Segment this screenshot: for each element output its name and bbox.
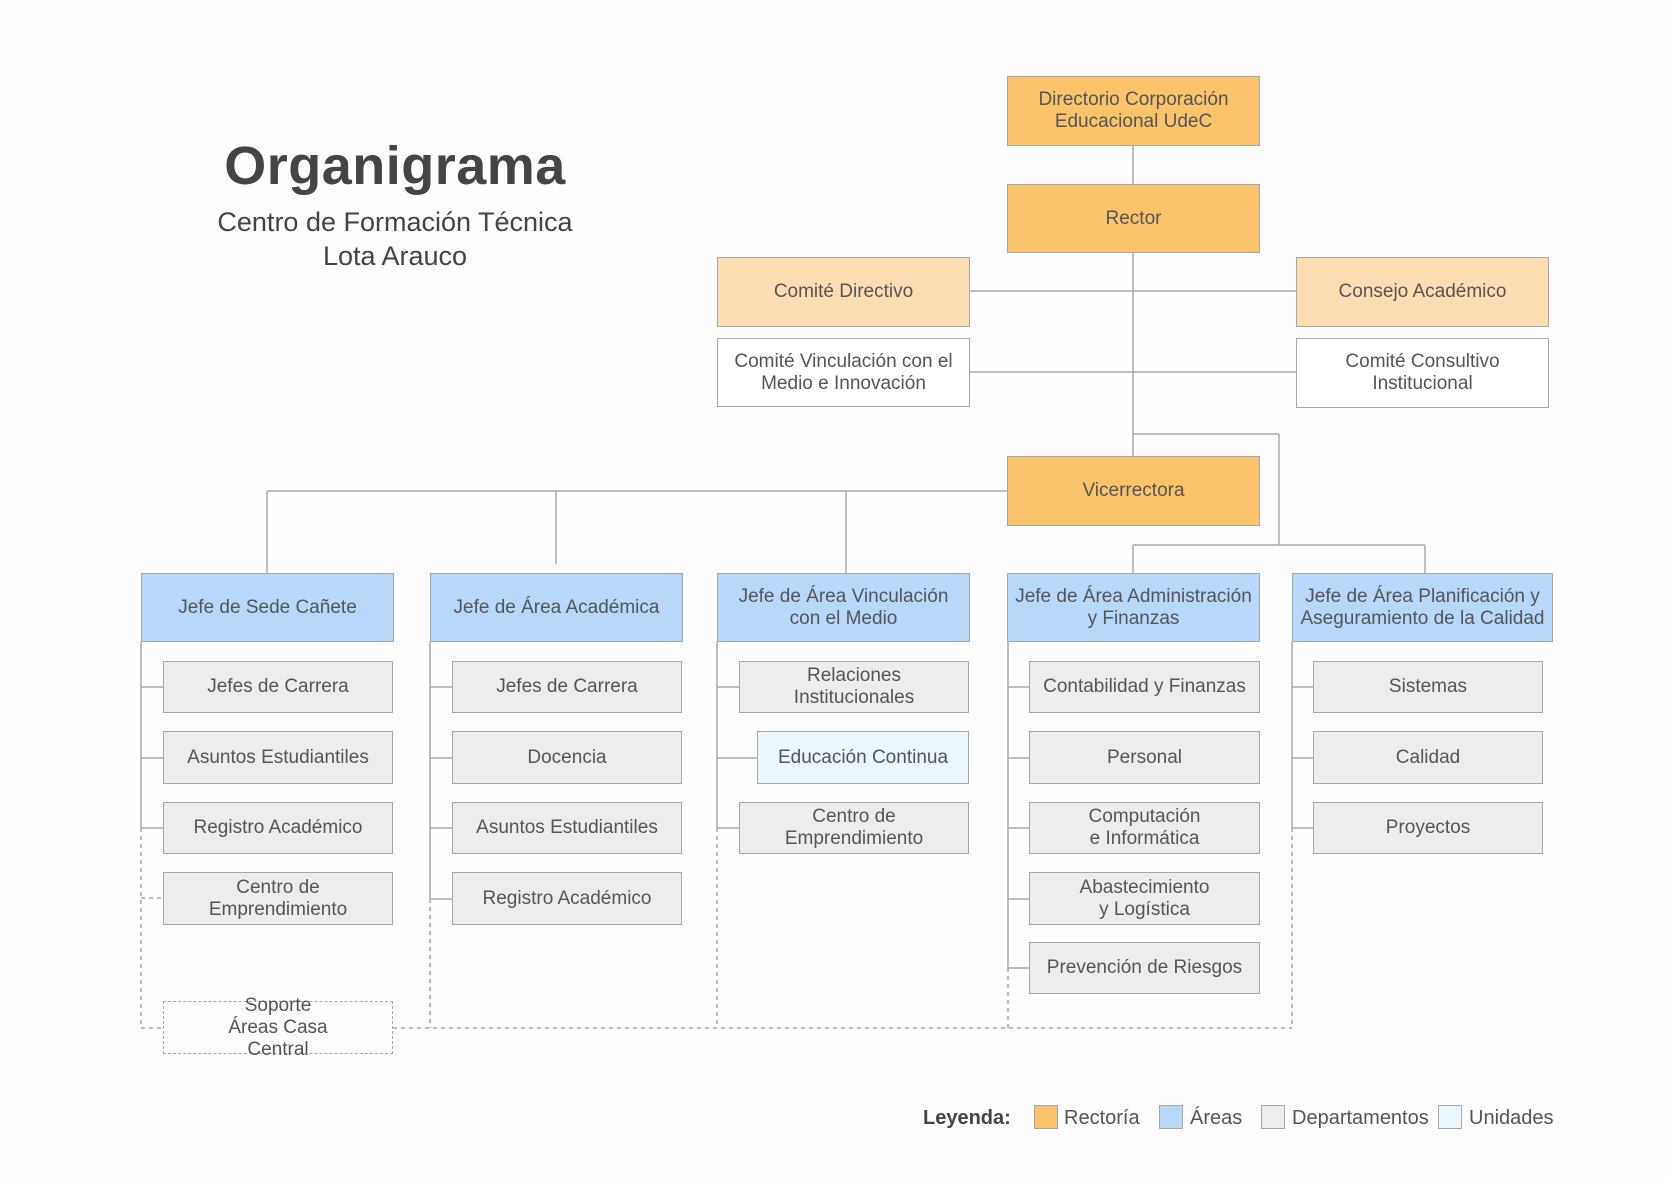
dept-box: Calidad: [1313, 731, 1543, 784]
dept-box: Centro de Emprendimiento: [163, 872, 393, 925]
legend-title: Leyenda:: [923, 1107, 1011, 1129]
legend-label-rectoria: Rectoría: [1064, 1107, 1140, 1129]
dept-box: Abastecimiento y Logística: [1029, 872, 1260, 925]
comite-vinculacion-box: Comité Vinculación con el Medio e Innova…: [717, 338, 970, 407]
legend-swatch-areas: [1159, 1105, 1183, 1129]
dept-box: Computación e Informática: [1029, 802, 1260, 854]
legend-swatch-rectoria: [1034, 1105, 1058, 1129]
dept-box: Jefes de Carrera: [452, 661, 682, 713]
area-vinculacion-medio: Jefe de Área Vinculación con el Medio: [717, 573, 970, 642]
dept-box: Personal: [1029, 731, 1260, 784]
dept-box: Asuntos Estudiantiles: [452, 802, 682, 854]
page-title: Organigrama: [224, 136, 566, 196]
dept-box: Centro de Emprendimiento: [739, 802, 969, 854]
dept-box: Registro Académico: [163, 802, 393, 854]
legend-label-departamentos: Departamentos: [1292, 1107, 1429, 1129]
unit-box: Educación Continua: [757, 731, 969, 784]
dept-box: Registro Académico: [452, 872, 682, 925]
area-sede-canete: Jefe de Sede Cañete: [141, 573, 394, 642]
dept-box: Sistemas: [1313, 661, 1543, 713]
area-planificacion-calidad: Jefe de Área Planificación y Aseguramien…: [1292, 573, 1553, 642]
rector-box: Rector: [1007, 184, 1260, 253]
soporte-box: Soporte Áreas Casa Central: [163, 995, 393, 1060]
comite-directivo-box: Comité Directivo: [717, 257, 970, 327]
subtitle-line-2: Lota Arauco: [322, 241, 468, 271]
dept-box: Proyectos: [1313, 802, 1543, 854]
consejo-academico-box: Consejo Académico: [1296, 257, 1549, 327]
directorio-box: Directorio Corporación Educacional UdeC: [1007, 76, 1260, 146]
dept-box: Prevención de Riesgos: [1029, 942, 1260, 994]
vicerrectora-box: Vicerrectora: [1007, 456, 1260, 526]
area-academica: Jefe de Área Académica: [430, 573, 683, 642]
dept-box: Docencia: [452, 731, 682, 784]
dept-box: Asuntos Estudiantiles: [163, 731, 393, 784]
dept-box: Jefes de Carrera: [163, 661, 393, 713]
comite-consultivo-box: Comité Consultivo Institucional: [1296, 338, 1549, 408]
page-subtitle: Centro de Formación Técnica Lota Arauco: [160, 205, 630, 273]
subtitle-line-1: Centro de Formación Técnica: [217, 207, 573, 237]
legend-label-areas: Áreas: [1190, 1107, 1243, 1129]
legend-swatch-departamentos: [1261, 1105, 1285, 1129]
legend-swatch-unidades: [1438, 1105, 1462, 1129]
dept-box: Contabilidad y Finanzas: [1029, 661, 1260, 713]
legend-label-unidades: Unidades: [1469, 1107, 1554, 1129]
area-administracion-finanzas: Jefe de Área Administración y Finanzas: [1007, 573, 1260, 642]
dept-box: Relaciones Institucionales: [739, 661, 969, 713]
